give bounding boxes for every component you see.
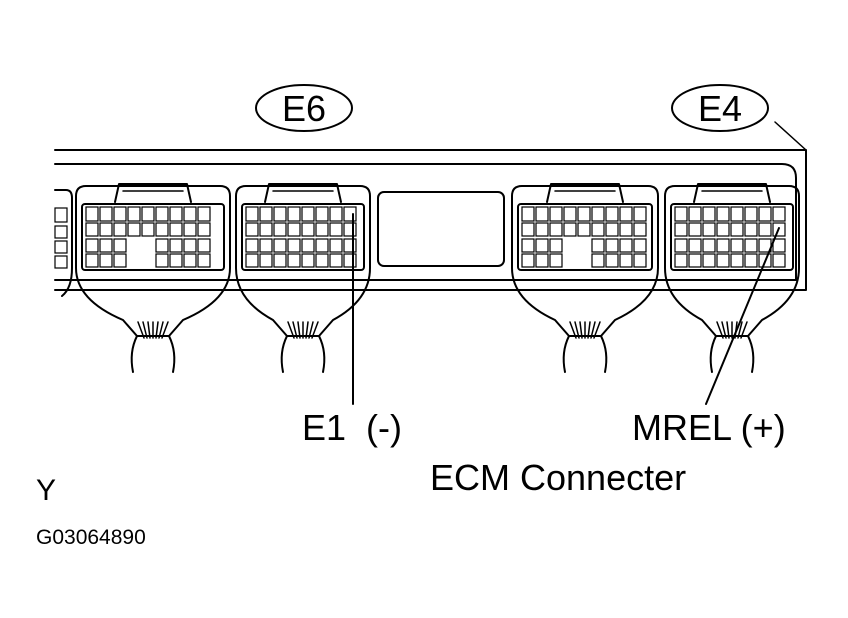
- callout-e6: E6: [255, 84, 353, 132]
- figure-id: G03064890: [36, 526, 146, 549]
- caption: ECM Connecter: [430, 457, 686, 498]
- mrel-pin-label: MREL (+): [632, 407, 786, 448]
- connector-partial-left: [54, 189, 73, 297]
- connector-1: [75, 183, 231, 373]
- ecm-housing: [54, 121, 807, 291]
- callout-e6-label: E6: [282, 88, 326, 129]
- callout-e4-label: E4: [698, 88, 742, 129]
- connector-2: [235, 183, 371, 373]
- connector-3: [511, 183, 659, 373]
- callout-e4: E4: [671, 84, 769, 132]
- view-label: Y: [36, 474, 56, 507]
- center-panel: [377, 191, 505, 267]
- connectors-layer: [75, 183, 800, 373]
- e1-pin-label: E1 (-): [302, 407, 402, 448]
- mrel-leader-line: [705, 227, 780, 405]
